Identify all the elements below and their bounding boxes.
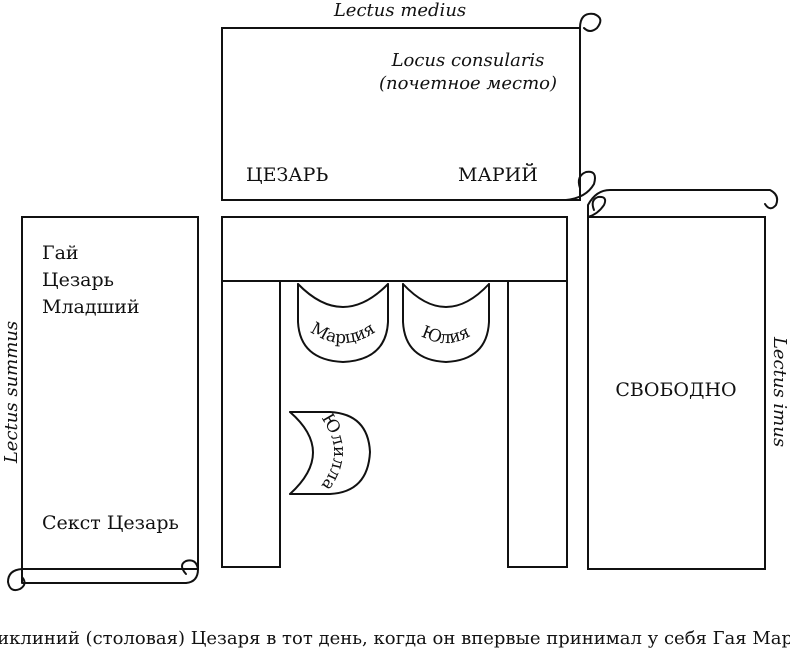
guest-caesar: ЦЕЗАРЬ <box>246 164 328 186</box>
lectus-summus-label: Lectus summus <box>1 321 22 464</box>
lectus-imus-couch <box>587 189 779 570</box>
lectus-imus-scroll-top <box>587 195 607 218</box>
lectus-summus-body <box>21 216 199 570</box>
guest-gaius-line2: Цезарь <box>42 269 114 291</box>
table-left-leg <box>221 280 281 568</box>
lectus-medius-scroll-bottom <box>565 170 596 201</box>
chair-julia <box>402 283 490 363</box>
guest-marius: МАРИЙ <box>458 163 538 186</box>
lectus-imus-body <box>587 216 766 570</box>
table-top-bar <box>221 216 568 282</box>
guest-gaius-line3: Младший <box>42 296 140 318</box>
lectus-summus-scroll-right <box>181 559 199 584</box>
table-right-leg <box>507 280 568 568</box>
chair-julilla-label: Юлилла <box>317 410 349 494</box>
lectus-summus-couch <box>7 216 199 592</box>
guest-gaius-line1: Гай <box>42 242 79 264</box>
lectus-medius-couch <box>221 12 602 201</box>
lectus-medius-body <box>221 27 581 201</box>
guest-sextus-caesar: Секст Цезарь <box>42 512 179 534</box>
chair-marcia <box>297 283 389 363</box>
locus-consularis-translation: (почетное место) <box>379 73 557 94</box>
lectus-medius-label: Lectus medius <box>333 0 466 21</box>
lectus-summus-base <box>21 568 187 584</box>
lectus-imus-status: СВОБОДНО <box>615 379 736 401</box>
figure-caption: Триклиний (столовая) Цезаря в тот день, … <box>0 628 790 649</box>
lectus-imus-top <box>587 189 779 218</box>
chair-julia-label: Юлия <box>419 322 474 348</box>
lectus-medius-scroll-top <box>579 12 602 201</box>
chair-julilla <box>289 411 371 495</box>
chair-marcia-label: Марция <box>307 319 379 349</box>
lectus-imus-label: Lectus imus <box>769 336 790 447</box>
table <box>221 216 568 568</box>
locus-consularis-label: Locus consularis <box>391 50 545 71</box>
